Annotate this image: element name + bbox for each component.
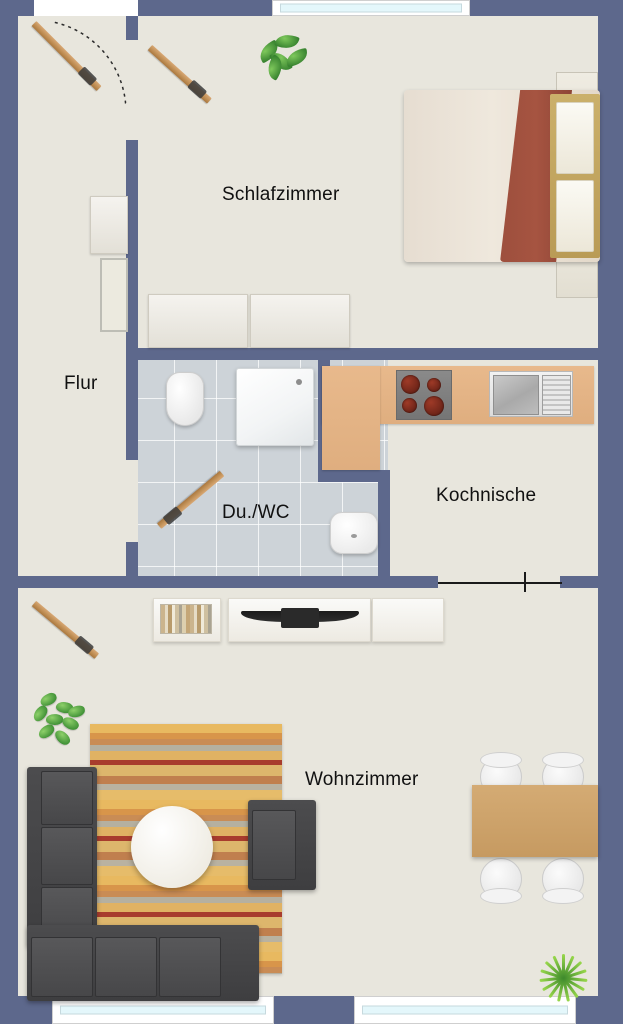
wall-flur-schlafzimmer-stub: [126, 16, 138, 40]
wall-exterior-left: [0, 0, 18, 1010]
sofa-cushion-2: [41, 827, 93, 885]
plant-leafy: [30, 691, 90, 758]
armchair-cushion: [252, 810, 296, 880]
room-label-duwc: Du./WC: [222, 502, 290, 523]
burner-top-right: [427, 378, 441, 392]
stove: [396, 370, 452, 420]
kitchen-counter-left: [322, 366, 380, 470]
tv-stand: [281, 608, 319, 628]
tv-unit: [228, 598, 371, 642]
shower-drain: [296, 379, 302, 385]
burner-top-left: [401, 375, 420, 394]
bed: [404, 90, 600, 262]
washbasin-drain: [351, 533, 357, 538]
hall-cabinet: [90, 196, 128, 254]
room-label-flur: Flur: [64, 373, 98, 394]
room-label-kochnische: Kochnische: [436, 485, 537, 506]
toilet: [166, 372, 204, 426]
kitchen-sink-basin: [493, 375, 539, 415]
side-cabinet: [372, 598, 444, 642]
dining-chair-tl-back: [480, 752, 522, 768]
wardrobe-left: [148, 294, 248, 348]
dining-table: [472, 785, 598, 857]
burner-bottom-left: [402, 398, 417, 413]
kitchen-living-passage-tick: [524, 572, 526, 592]
wall-exterior-top-mid: [138, 0, 272, 16]
kitchen-sink-drainboard: [542, 375, 571, 415]
sofa-cushion-1: [41, 771, 93, 825]
dining-chair-tr-back: [542, 752, 584, 768]
washbasin: [330, 512, 378, 554]
wall-flur-schlafzimmer: [126, 140, 138, 360]
books: [160, 604, 212, 634]
plant-mint: [255, 30, 316, 84]
bed-pillow-top: [556, 102, 594, 174]
wall-exterior-right: [598, 0, 623, 1010]
wall-south-flur: [18, 576, 126, 588]
sofa-corner-vertical: [27, 767, 97, 947]
plant-spiky: [535, 938, 591, 1002]
wardrobe-right: [250, 294, 350, 348]
sofa-corner-horizontal: [27, 925, 259, 1001]
wall-south-bath: [138, 576, 438, 588]
hall-radiator: [100, 258, 128, 332]
wall-bath-kitchen-lower: [378, 470, 390, 588]
room-label-wohnzimmer: Wohnzimmer: [305, 769, 419, 790]
wall-schlafzimmer-south: [126, 348, 610, 360]
dining-chair-bl-back: [480, 888, 522, 904]
armchair: [248, 800, 316, 890]
wall-south-kitchen: [560, 576, 610, 588]
wall-flur-bath-lower: [126, 542, 138, 588]
media-bookshelf: [153, 598, 221, 642]
kitchen-living-passage: [438, 582, 562, 584]
sofa-cushion-4: [31, 937, 93, 997]
wall-exterior-top-right: [470, 0, 623, 16]
window-living-south-2: [354, 996, 576, 1024]
room-label-schlafzimmer: Schlafzimmer: [222, 184, 340, 205]
burner-bottom-right: [424, 396, 444, 416]
sofa-cushion-6: [159, 937, 221, 997]
wall-bath-kitchen-horizontal: [318, 470, 390, 482]
wall-exterior-top-left: [0, 0, 34, 16]
window-bedroom-north: [272, 0, 470, 16]
sofa-cushion-5: [95, 937, 157, 997]
wall-flur-bath-upper: [126, 348, 138, 460]
bed-pillow-bottom: [556, 180, 594, 252]
shower: [236, 368, 314, 446]
dining-chair-br-back: [542, 888, 584, 904]
kitchen-sink: [489, 371, 573, 417]
coffee-table: [131, 806, 213, 888]
